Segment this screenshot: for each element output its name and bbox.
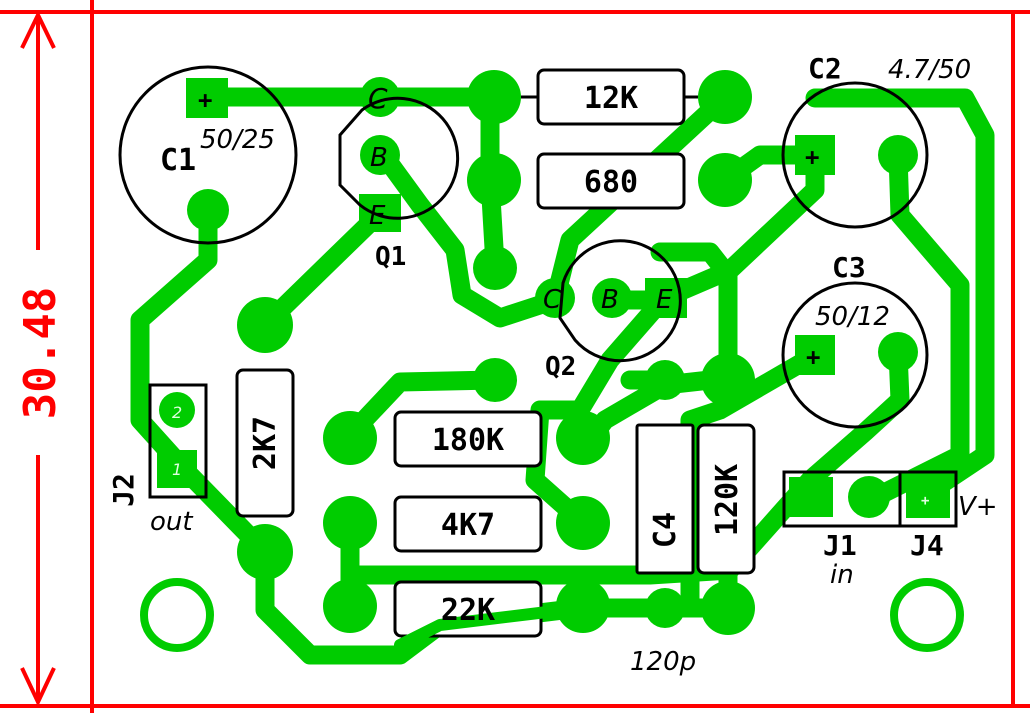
j2-label: J2 [107,473,140,507]
r680-body [536,152,686,210]
r120k-pad-2 [701,581,755,635]
r22k-label: 22K [441,593,495,628]
j1-pad-1 [789,477,833,517]
r2k7-label: 2K7 [248,416,283,470]
c1-plus-pad [186,78,228,118]
c3-minus-pad [878,332,918,372]
j2-outline [148,383,208,499]
junction-pad-2 [473,358,517,402]
r2k7-body [235,368,295,518]
c2-value: 4.7/50 [888,55,971,85]
c1-value: 50/25 [200,125,275,155]
q2-outline [558,239,682,363]
r12k-pad-2 [698,70,752,124]
r12k-body [521,68,698,126]
r120k-label: 120K [710,464,745,536]
r22k-pad-1 [323,579,377,633]
r680-pad-1 [467,153,521,207]
c3-outline [781,281,929,429]
c1-plus-sign: + [198,86,212,114]
r120k-body [696,423,756,575]
q1-label: Q1 [375,242,406,272]
r12k-pad-1 [467,70,521,124]
r120k-pad-1 [701,353,755,407]
q1-c-pad [360,77,400,117]
r4k7-label: 4K7 [441,508,495,543]
r180k-pad-1 [323,411,377,465]
c4-pad-2 [645,588,685,628]
q2-pin-c: C [543,285,562,315]
copper-pads [157,70,950,635]
c2-outline [781,81,929,229]
r680-pad-2 [698,153,752,207]
c3-plus-pad [795,335,835,375]
c2-minus-pad [878,135,918,175]
r4k7-pad-2 [556,496,610,550]
c4-label: C4 [648,512,683,548]
j2-pad-2 [159,392,195,428]
q1-pin-b: B [370,143,388,173]
q1-pin-c: C [368,82,388,115]
c4-body [635,423,695,575]
j2-pin2-label: 2 [172,403,182,422]
c3-value: 50/12 [815,302,890,332]
c2-label: C2 [808,52,842,85]
c1-minus-pad [187,189,229,231]
j2-pin1-label: 1 [172,460,182,479]
mounting-hole-left [140,578,214,652]
q1-outline [338,96,460,220]
r180k-pad-2 [556,411,610,465]
j4-plus-sign: + [921,493,929,509]
j1-label: J1 [823,529,857,562]
j4-label: J4 [910,529,944,562]
r12k-label: 12K [584,81,638,116]
c1-label: C1 [160,143,196,178]
c2-plus-pad [795,135,835,175]
q2-pin-e: E [656,285,673,315]
c-120p-label: 120p [630,647,696,677]
j4-outline [898,470,958,528]
c3-plus-sign: + [806,343,820,371]
q2-pin-b: B [601,285,619,315]
c3-label: C3 [832,251,866,284]
r2k7-pad-1 [237,297,293,353]
j4-vplus-label: V+ [958,492,998,522]
q1-b-pad [360,135,400,175]
c1-outline [118,65,298,245]
c4-pad-1 [645,360,685,400]
r4k7-body [393,495,543,553]
dimension-marker: 30.48 [15,10,66,707]
r2k7-pad-2 [237,524,293,580]
junction-pad-1 [473,246,517,290]
j2-out-label: out [150,507,193,537]
r180k-label: 180K [432,423,504,458]
j4-pad [906,478,950,518]
q2-b-pad [592,278,632,318]
c2-plus-sign: + [805,143,819,171]
q1-pin-e: E [369,201,386,231]
mounting-hole-right [890,578,964,652]
r680-label: 680 [584,165,638,200]
r4k7-pad-1 [323,496,377,550]
q2-c-pad [535,278,575,318]
r180k-body [393,410,543,468]
j1-pad-2 [848,476,890,518]
j1-in-label: in [830,560,854,590]
q2-label: Q2 [545,352,576,382]
q1-e-pad [359,194,401,232]
dimension-label: 30.48 [15,287,66,419]
j2-pad-1 [157,450,197,488]
